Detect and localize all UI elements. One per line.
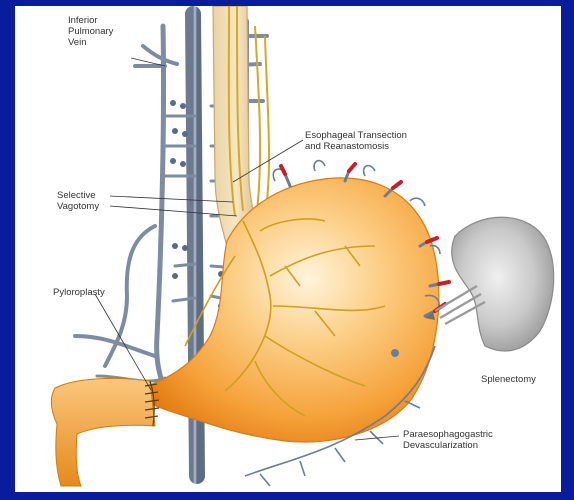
label-line: Paraesophagogastric <box>403 429 493 440</box>
label-pulmonary-vein: Inferior Pulmonary Vein <box>68 15 113 48</box>
duodenum <box>51 378 155 486</box>
illustration-panel: Inferior Pulmonary Vein Esophageal Trans… <box>15 6 561 492</box>
label-line: Inferior <box>68 15 113 26</box>
label-line: Devascularization <box>403 440 493 451</box>
label-line: Esophageal Transection <box>305 130 407 141</box>
label-devascularization: Paraesophagogastric Devascularization <box>403 429 493 451</box>
label-line: Pulmonary <box>68 26 113 37</box>
label-line: Selective <box>57 190 99 201</box>
label-line: Vein <box>68 37 113 48</box>
label-pyloroplasty: Pyloroplasty <box>53 287 105 298</box>
label-selective-vagotomy: Selective Vagotomy <box>57 190 99 212</box>
label-line: and Reanastomosis <box>305 141 407 152</box>
label-esophageal-transection: Esophageal Transection and Reanastomosis <box>305 130 407 152</box>
label-splenectomy: Splenectomy <box>481 374 536 385</box>
surgical-anatomy-illustration <box>15 6 561 492</box>
spleen <box>452 217 554 351</box>
label-line: Pyloroplasty <box>53 287 105 298</box>
label-line: Vagotomy <box>57 201 99 212</box>
label-line: Splenectomy <box>481 374 536 385</box>
